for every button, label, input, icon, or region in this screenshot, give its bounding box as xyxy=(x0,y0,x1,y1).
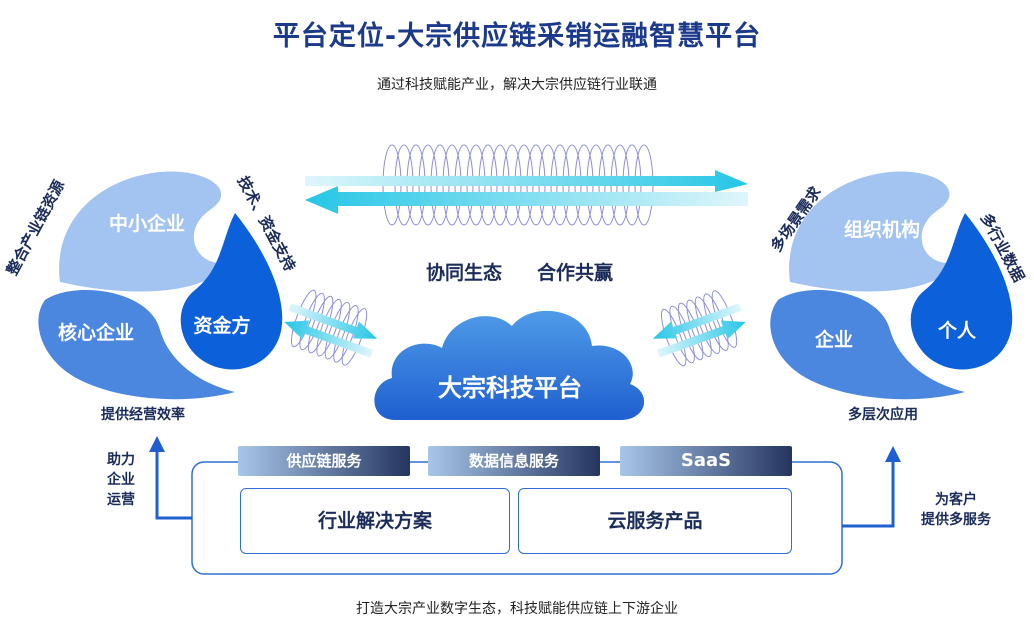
cloud-shape xyxy=(374,310,645,420)
page-subtitle: 通过科技赋能产业，解决大宗供应链行业联通 xyxy=(377,77,657,93)
slogan-win-win: 合作共赢 xyxy=(537,261,613,284)
tab-saas[interactable]: SaaS xyxy=(620,446,792,476)
left-arc-left: 整合产业链资源 xyxy=(3,177,68,278)
right-up-arrow xyxy=(842,460,895,528)
left-drop-right xyxy=(180,213,283,370)
arrow-right-coil-in xyxy=(652,303,742,339)
left-petal-top xyxy=(59,171,231,292)
right-up-arrowhead xyxy=(885,446,901,462)
right-petal-bottom xyxy=(770,290,965,400)
left-side-label: 助力 企业 运营 xyxy=(107,452,135,508)
left-bottom-caption: 提供经营效率 xyxy=(101,407,185,423)
arrow-right-top xyxy=(305,170,748,192)
left-up-arrow xyxy=(155,450,192,520)
left-cluster: 中小企业 核心企业 资金方 整合产业链资源 技术、资金支持 xyxy=(3,171,299,400)
coil-left xyxy=(291,289,368,366)
arrow-left-top xyxy=(305,186,748,214)
cloud-products-box: 云服务产品 xyxy=(518,488,792,554)
left-bottom-label: 核心企业 xyxy=(58,321,134,344)
industry-solutions-box: 行业解决方案 xyxy=(240,488,510,554)
left-right-label: 资金方 xyxy=(193,314,250,337)
right-bottom-caption: 多层次应用 xyxy=(848,407,918,423)
slogan-collaboration: 协同生态 xyxy=(426,261,502,284)
left-top-label: 中小企业 xyxy=(109,212,185,235)
right-cluster: 组织机构 企业 个人 多场景需求 多行业数据 xyxy=(767,171,1028,400)
left-up-arrowhead xyxy=(149,436,165,452)
page-title: 平台定位-大宗供应链采销运融智慧平台 xyxy=(272,21,762,52)
right-drop-right xyxy=(910,213,1013,370)
right-petal-top xyxy=(789,171,958,292)
right-top-label: 组织机构 xyxy=(844,218,920,241)
right-side-label: 为客户 提供多服务 xyxy=(921,492,991,528)
left-petal-bottom xyxy=(38,290,235,400)
right-bottom-label: 企业 xyxy=(814,328,853,351)
arrow-left-coil-out xyxy=(284,320,374,358)
tab-data-info-service[interactable]: 数据信息服务 xyxy=(428,446,600,476)
right-right-label: 个人 xyxy=(937,320,977,342)
tab-supply-chain-service[interactable]: 供应链服务 xyxy=(238,446,410,476)
arrow-left-coil-in xyxy=(288,303,378,339)
cloud-label: 大宗科技平台 xyxy=(438,374,582,402)
arrow-right-coil-out xyxy=(656,320,746,358)
page-footer: 打造大宗产业数字生态，科技赋能供应链上下游企业 xyxy=(356,601,678,617)
